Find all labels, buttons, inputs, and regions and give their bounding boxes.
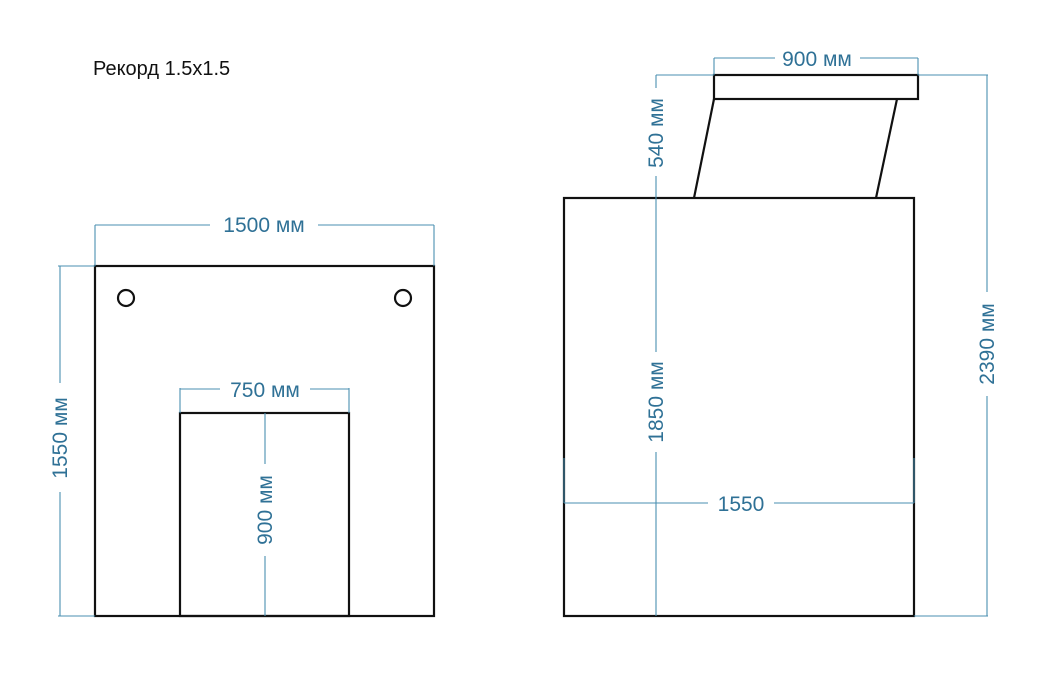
opening-height-dimension: 900 мм	[254, 413, 277, 616]
total-height-dimension: 2390 мм	[914, 74, 999, 617]
mounting-hole-left	[116, 288, 136, 308]
front-width-dimension: 1500 мм	[94, 214, 435, 266]
total-height-label: 2390 мм	[976, 303, 999, 384]
opening-width-dimension: 750 мм	[179, 379, 350, 413]
opening-width-label: 750 мм	[230, 379, 300, 402]
top-cap-outline	[712, 73, 920, 101]
body-height-dimension: 1850 мм	[645, 198, 668, 616]
top-width-label: 900 мм	[782, 48, 852, 71]
top-width-dimension: 900 мм	[713, 48, 919, 75]
front-height-dimension: 1550 мм	[49, 265, 95, 617]
mounting-hole-right	[393, 288, 413, 308]
front-view: 1500 мм 1550 мм 750 мм 900 мм	[49, 214, 436, 618]
body-width-dimension: 1550	[563, 458, 915, 516]
top-height-label: 540 мм	[645, 98, 668, 168]
top-height-dimension: 540 мм	[645, 74, 714, 198]
front-width-label: 1500 мм	[223, 214, 304, 237]
opening-height-label: 900 мм	[254, 475, 277, 545]
front-height-label: 1550 мм	[49, 397, 72, 478]
body-height-label: 1850 мм	[645, 361, 668, 442]
body-outline	[562, 196, 916, 618]
body-width-label: 1550	[718, 493, 765, 516]
side-view: 900 мм 540 мм 1850 мм 1550	[562, 48, 999, 618]
drawing-title: Рекорд 1.5x1.5	[93, 58, 231, 80]
top-support-right	[874, 98, 899, 199]
top-support-left	[692, 98, 716, 199]
